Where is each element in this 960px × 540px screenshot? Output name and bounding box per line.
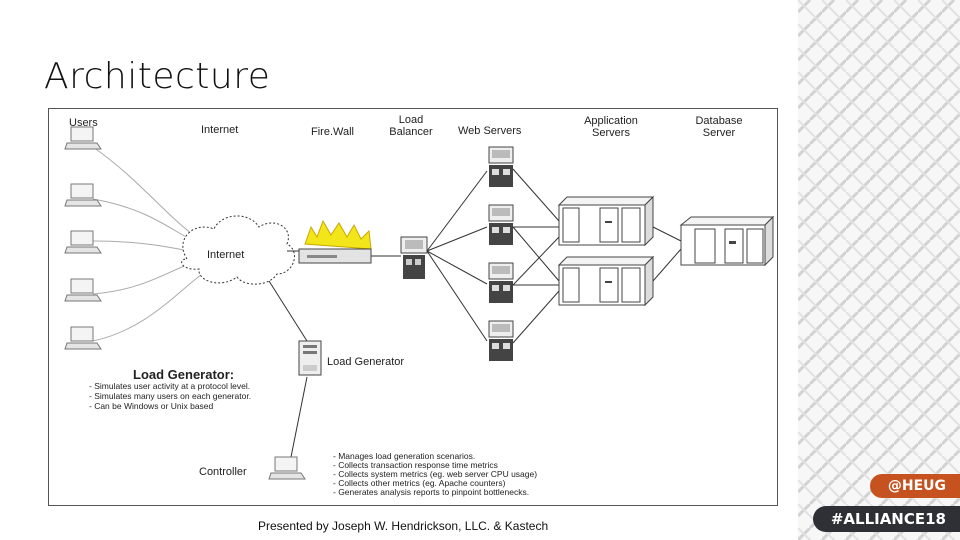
app-db-connections <box>652 226 682 282</box>
controller-note: - Generates analysis reports to pinpoint… <box>333 487 529 497</box>
web-servers <box>488 146 514 361</box>
cloud-label: Internet <box>207 249 244 261</box>
database-server-cabinet <box>679 215 775 267</box>
laptop-icon <box>64 278 102 302</box>
firewall-icon <box>298 219 372 264</box>
firewall-label: Fire.Wall <box>311 126 354 138</box>
load-balancer-icon <box>400 236 428 279</box>
app-server-cabinet <box>557 255 655 307</box>
web-server-icon <box>488 204 514 245</box>
db-server-label-1: Database <box>695 115 742 127</box>
web-server-icon <box>488 320 514 361</box>
web-app-connections <box>512 168 560 344</box>
diagram-canvas: Internet <box>64 114 775 497</box>
controller-note: - Collects system metrics (eg. web serve… <box>333 469 537 479</box>
load-balancer-label-1: Load <box>399 114 423 126</box>
laptop-icon <box>64 126 102 150</box>
alliance-tag: #ALLIANCE18 <box>812 506 960 532</box>
load-generator-note: - Simulates many users on each generator… <box>89 391 251 401</box>
load-generator-title: Load Generator: <box>133 367 234 382</box>
load-generator-note: - Can be Windows or Unix based <box>89 401 214 411</box>
controller-note: - Collects other metrics (eg. Apache cou… <box>333 478 506 488</box>
load-generator-note: - Simulates user activity at a protocol … <box>89 381 250 391</box>
load-generator-icon <box>298 340 322 376</box>
app-servers-label-1: Application <box>584 115 638 127</box>
controller-laptop-icon <box>268 456 306 480</box>
web-server-icon <box>488 146 514 187</box>
internet-cloud: Internet <box>181 215 295 285</box>
app-servers-label-2: Servers <box>592 127 630 139</box>
balancer-connections <box>426 170 488 342</box>
load-balancer-label-2: Balancer <box>389 126 433 138</box>
link-line <box>290 376 308 458</box>
decorative-pattern <box>798 0 960 540</box>
slide-title: Architecture <box>44 56 271 97</box>
controller-note: - Collects transaction response time met… <box>333 460 498 470</box>
load-generator-label: Load Generator <box>327 356 404 368</box>
architecture-diagram: Internet <box>48 108 778 506</box>
db-server-label-2: Server <box>703 127 736 139</box>
laptop-icon <box>64 183 102 207</box>
presenter-footer: Presented by Joseph W. Hendrickson, LLC.… <box>258 519 549 533</box>
heug-tag: @HEUG <box>869 474 960 498</box>
user-laptops <box>64 126 102 350</box>
users-label: Users <box>69 117 98 129</box>
controller-note: - Manages load generation scenarios. <box>333 451 475 461</box>
laptop-icon <box>64 326 102 350</box>
internet-label: Internet <box>201 124 238 136</box>
controller-label: Controller <box>199 466 247 478</box>
web-servers-label: Web Servers <box>458 125 522 137</box>
laptop-icon <box>64 230 102 254</box>
web-server-icon <box>488 262 514 303</box>
link-line <box>268 280 308 342</box>
app-server-cabinet <box>557 195 655 247</box>
